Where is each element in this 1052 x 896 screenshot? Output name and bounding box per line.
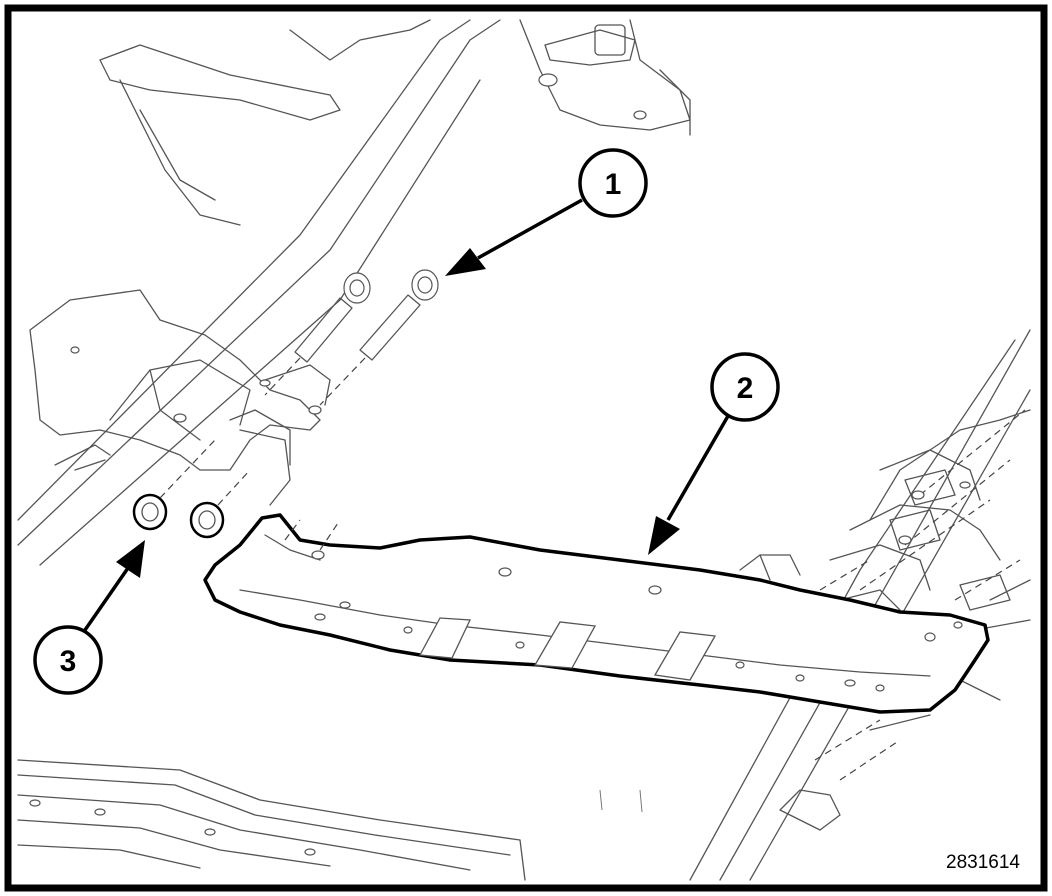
- leader-line-2: [666, 415, 730, 521]
- callout-circle-2: [710, 352, 780, 422]
- callout-circle-3: [33, 625, 103, 695]
- vehicle-underbody-panel: [17, 759, 643, 881]
- figure-border: [4, 4, 1048, 892]
- leader-line-1: [477, 198, 583, 260]
- arrowhead-3: [116, 540, 145, 578]
- vehicle-frame-rail-left: [17, 19, 691, 566]
- nut-left: [132, 439, 216, 531]
- arrowhead-1: [445, 248, 486, 276]
- vehicle-frame-rail-right: [689, 329, 1031, 881]
- callout-circle-1: [578, 148, 648, 218]
- callout-3: 3: [33, 540, 145, 695]
- vehicle-mount-bracket: [29, 289, 331, 506]
- leader-line-3: [83, 567, 130, 631]
- bolt-left: [264, 272, 371, 396]
- callout-number-3: 3: [60, 645, 77, 678]
- callout-number-2: 2: [737, 372, 754, 405]
- callout-number-1: 1: [605, 168, 622, 201]
- figure-id-label: 2831614: [946, 852, 1020, 873]
- arrowhead-2: [648, 516, 680, 555]
- crossmember: [203, 513, 990, 714]
- bolt-right: [319, 269, 439, 406]
- callout-1: 1: [445, 148, 648, 276]
- callout-2: 2: [648, 352, 780, 555]
- nut-right: [189, 469, 251, 539]
